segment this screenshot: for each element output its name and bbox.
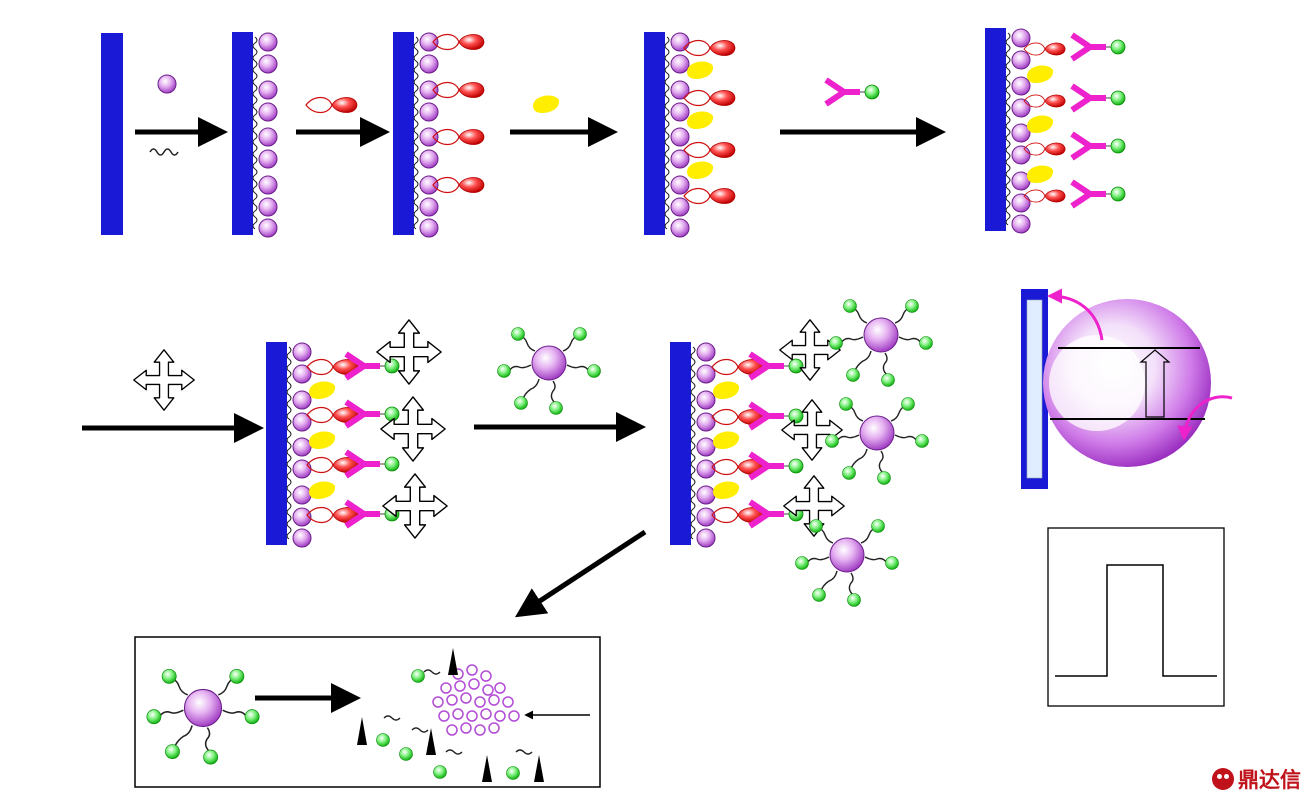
watermark-text: 鼎达信 — [1238, 768, 1301, 792]
electrode-blocked — [266, 342, 311, 547]
electrode-with-targets — [644, 32, 689, 237]
watermark-logo: 鼎达信 — [1212, 764, 1301, 794]
electrode-with-probes — [393, 32, 438, 237]
electrode-labeled — [670, 342, 715, 547]
antibody-label-icon — [826, 80, 879, 104]
signal-nanoparticle-icon — [496, 326, 602, 416]
electron-transfer-illustration — [1021, 288, 1233, 489]
release-arrow — [514, 529, 647, 618]
blocked-layer-step6 — [306, 319, 448, 539]
aptamer-probe-icon — [305, 96, 358, 114]
electrode-with-nanoparticles — [232, 32, 277, 237]
target-drop-icon — [533, 95, 560, 113]
watermark-mask-icon — [1212, 768, 1234, 790]
released-fragments — [357, 648, 544, 782]
blocking-cross-icon — [133, 349, 195, 411]
probe-layer-step3 — [432, 33, 485, 194]
linker-wave-icon — [149, 148, 179, 156]
labeled-layer-step7 — [711, 298, 934, 608]
electrode-with-antibodies — [985, 28, 1030, 233]
bare-electrode — [101, 33, 123, 235]
gold-nanoparticle-icon — [157, 74, 177, 94]
pulse-signal-panel — [1047, 527, 1225, 707]
released-ions — [432, 664, 520, 736]
sandwich-layer-step5 — [1023, 35, 1125, 206]
probe-layer-step4 — [683, 39, 736, 205]
